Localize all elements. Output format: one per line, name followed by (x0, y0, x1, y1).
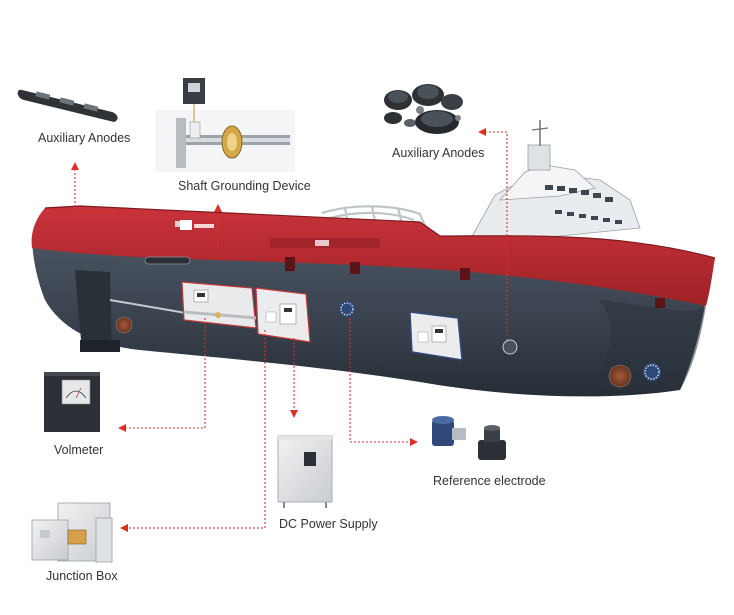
ship (31, 120, 716, 397)
label-shaft-grounding-device: Shaft Grounding Device (178, 179, 311, 193)
aux-anode-bar-illustration (17, 89, 118, 122)
label-auxiliary-anodes-right: Auxiliary Anodes (392, 146, 485, 160)
cutaway-panel-shaft (181, 281, 257, 329)
leader-lines (74, 131, 508, 529)
stern-thruster-grill (115, 316, 133, 334)
leader-junction-box (128, 330, 266, 529)
shaft-grounding-illustration (155, 78, 295, 172)
label-auxiliary-anodes-left: Auxiliary Anodes (38, 131, 131, 145)
leader-aux-anodes-right (484, 131, 508, 340)
label-reference-electrode: Reference electrode (433, 474, 546, 488)
junction-box-illustration (31, 502, 113, 563)
hull-electrode-port-aft (339, 301, 355, 317)
reference-electrode-illustration (432, 416, 506, 460)
leader-volmeter (126, 318, 206, 429)
ship-superstructure (469, 120, 641, 241)
dc-power-supply-illustration (277, 435, 333, 508)
cutaway-panel-forward (409, 311, 463, 361)
label-volmeter: Volmeter (54, 443, 104, 457)
leader-reference-electrode (349, 318, 410, 443)
cutaway-panel-power (255, 287, 311, 343)
volmeter-illustration (44, 372, 100, 432)
label-junction-box: Junction Box (46, 569, 118, 583)
ship-propeller (75, 270, 216, 352)
aux-anode-discs-illustration (384, 84, 463, 134)
label-dc-power-supply: DC Power Supply (279, 517, 378, 531)
leader-aux-anodes-left (74, 168, 150, 213)
bow-thruster-grill (608, 364, 632, 388)
hull-anode-point (502, 339, 518, 355)
leader-arrowheads (71, 128, 486, 532)
ship-logo (180, 220, 214, 230)
hull-electrode-port-bow (643, 363, 661, 381)
ship-hull-vents (285, 257, 665, 308)
ship-hull-upper (31, 206, 715, 306)
